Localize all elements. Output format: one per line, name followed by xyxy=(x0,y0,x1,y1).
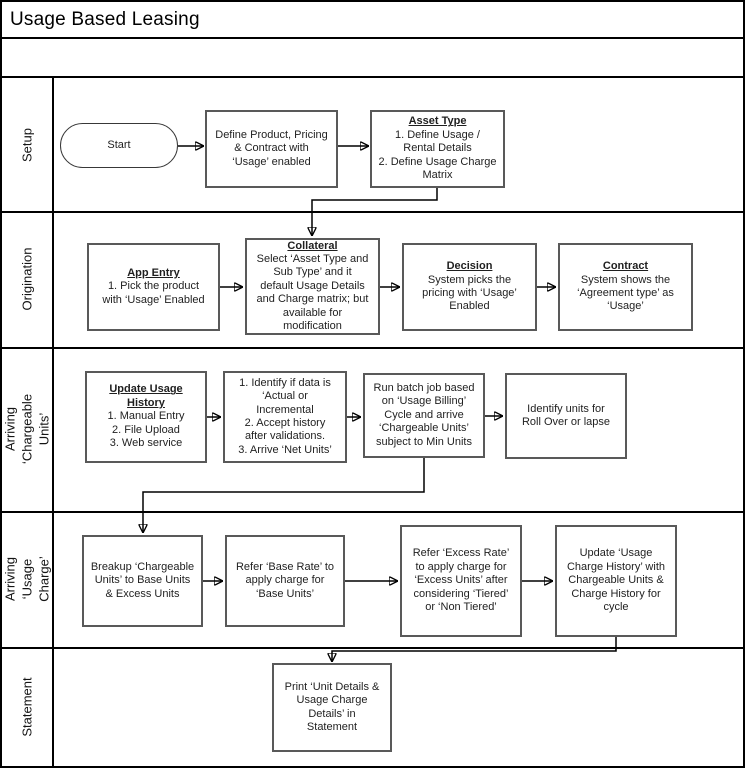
lane-divider xyxy=(2,511,743,513)
arrow-run-batch-to-breakup xyxy=(143,458,425,533)
lane-label-column-divider xyxy=(52,76,54,766)
node-collateral: Collateral Select ‘Asset Type and Sub Ty… xyxy=(245,238,380,335)
node-define-product-text: Define Product, Pricing & Contract with … xyxy=(215,128,328,168)
node-asset-type-text: 1. Define Usage / Rental Details 2. Defi… xyxy=(378,128,497,182)
lane-chargeable-units: Arriving ‘Chargeable Units’ xyxy=(2,347,53,511)
node-update-usage-history-title: Update Usage History xyxy=(109,383,183,409)
lane-label-origination: Origination xyxy=(19,247,35,311)
node-asset-type: Asset Type 1. Define Usage / Rental Deta… xyxy=(370,110,505,188)
node-start-text: Start xyxy=(107,138,131,151)
title-divider xyxy=(2,37,743,39)
node-app-entry-text: 1. Pick the product with ‘Usage’ Enabled xyxy=(102,280,205,306)
node-start: Start xyxy=(60,123,178,168)
node-update-charge-history-text: Update ‘Usage Charge History’ with Charg… xyxy=(566,547,665,614)
node-print-statement: Print ‘Unit Details & Usage Charge Detai… xyxy=(272,663,392,752)
node-excess-rate: Refer ‘Excess Rate’ to apply charge for … xyxy=(400,525,522,637)
title-bar: Usage Based Leasing xyxy=(2,2,743,37)
lane-label-usage-charge: Arriving ‘Usage Charge’ xyxy=(2,556,51,602)
lane-statement: Statement xyxy=(2,647,53,766)
node-excess-rate-text: Refer ‘Excess Rate’ to apply charge for … xyxy=(412,547,510,614)
lane-divider xyxy=(2,211,743,213)
node-rollover-text: Identify units for Roll Over or lapse xyxy=(521,402,611,428)
lane-label-setup: Setup xyxy=(19,127,35,162)
node-update-charge-history: Update ‘Usage Charge History’ with Charg… xyxy=(555,525,677,637)
spacer-row xyxy=(2,38,743,76)
node-base-rate: Refer ‘Base Rate’ to apply charge for ‘B… xyxy=(225,535,345,627)
node-decision: Decision System picks the pricing with ‘… xyxy=(402,243,537,331)
node-identify-data: 1. Identify if data is ‘Actual or Increm… xyxy=(223,371,347,463)
node-app-entry-title: App Entry xyxy=(127,266,180,279)
lane-label-chargeable-units: Arriving ‘Chargeable Units’ xyxy=(2,393,51,465)
lane-usage-charge: Arriving ‘Usage Charge’ xyxy=(2,511,53,647)
node-rollover: Identify units for Roll Over or lapse xyxy=(505,373,627,459)
node-app-entry: App Entry 1. Pick the product with ‘Usag… xyxy=(87,243,220,331)
node-define-product: Define Product, Pricing & Contract with … xyxy=(205,110,338,188)
lanes-top-divider xyxy=(2,76,743,78)
node-identify-data-text: 1. Identify if data is ‘Actual or Increm… xyxy=(238,376,332,456)
node-update-usage-history: Update Usage History 1. Manual Entry 2. … xyxy=(85,371,207,463)
node-contract: Contract System shows the ‘Agreement typ… xyxy=(558,243,693,331)
node-collateral-text: Select ‘Asset Type and Sub Type’ and it … xyxy=(256,252,369,333)
lane-label-statement: Statement xyxy=(19,676,35,737)
lane-setup: Setup xyxy=(2,78,53,211)
node-update-usage-history-text: 1. Manual Entry 2. File Upload 3. Web se… xyxy=(107,410,185,450)
node-print-statement-text: Print ‘Unit Details & Usage Charge Detai… xyxy=(284,680,380,733)
page-title: Usage Based Leasing xyxy=(10,8,200,30)
lane-origination: Origination xyxy=(2,211,53,347)
node-asset-type-title: Asset Type xyxy=(408,115,467,128)
node-run-batch-text: Run batch job based on ‘Usage Billing’ C… xyxy=(373,381,475,448)
node-decision-text: System picks the pricing with ‘Usage’ En… xyxy=(422,273,517,313)
node-breakup-text: Breakup ‘Chargeable Units’ to Base Units… xyxy=(90,560,195,600)
node-base-rate-text: Refer ‘Base Rate’ to apply charge for ‘B… xyxy=(235,560,335,600)
lane-divider xyxy=(2,647,743,649)
node-contract-text: System shows the ‘Agreement type’ as ‘Us… xyxy=(577,273,674,313)
node-collateral-title: Collateral xyxy=(287,239,338,252)
node-decision-title: Decision xyxy=(446,260,493,273)
node-contract-title: Contract xyxy=(602,260,649,273)
lane-divider xyxy=(2,347,743,349)
node-run-batch: Run batch job based on ‘Usage Billing’ C… xyxy=(363,373,485,458)
node-breakup: Breakup ‘Chargeable Units’ to Base Units… xyxy=(82,535,203,627)
arrow-update-charge-history-to-print xyxy=(332,637,617,662)
